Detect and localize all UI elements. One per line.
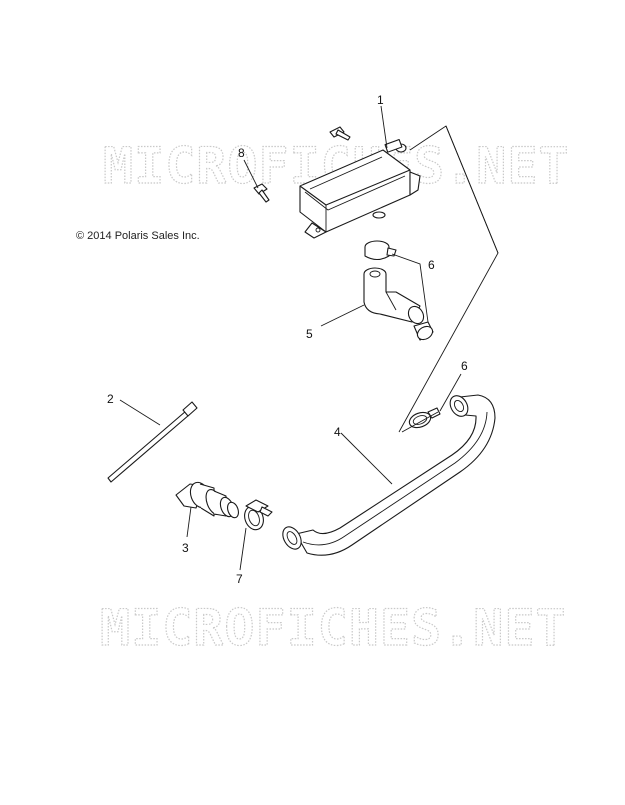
callout-4: 4: [334, 425, 341, 439]
part-1-reservoir: [299, 138, 421, 239]
part-4-hose: [282, 394, 496, 556]
part-3-valve-fitting: [175, 481, 239, 519]
part-2-long-bolt: [107, 401, 198, 483]
part-6-clamp-upper: [364, 240, 397, 261]
copyright-text: © 2014 Polaris Sales Inc.: [76, 230, 200, 242]
callout-7: 7: [236, 572, 243, 586]
part-7-clamp: [244, 499, 273, 531]
callout-3: 3: [182, 541, 189, 555]
callout-1: 1: [377, 93, 384, 107]
callout-6-upper: 6: [428, 258, 435, 272]
part-5-elbow-hose: [363, 267, 434, 341]
callout-8: 8: [238, 146, 245, 160]
callout-5: 5: [306, 327, 313, 341]
part-8-bolt-upper: [329, 126, 351, 141]
callout-6-lower: 6: [461, 359, 468, 373]
part-6-clamp-lower: [408, 407, 441, 429]
leader-lines: [119, 105, 499, 571]
callout-2: 2: [107, 392, 114, 406]
watermark-bottom: MICROFICHES.NET: [100, 599, 567, 657]
